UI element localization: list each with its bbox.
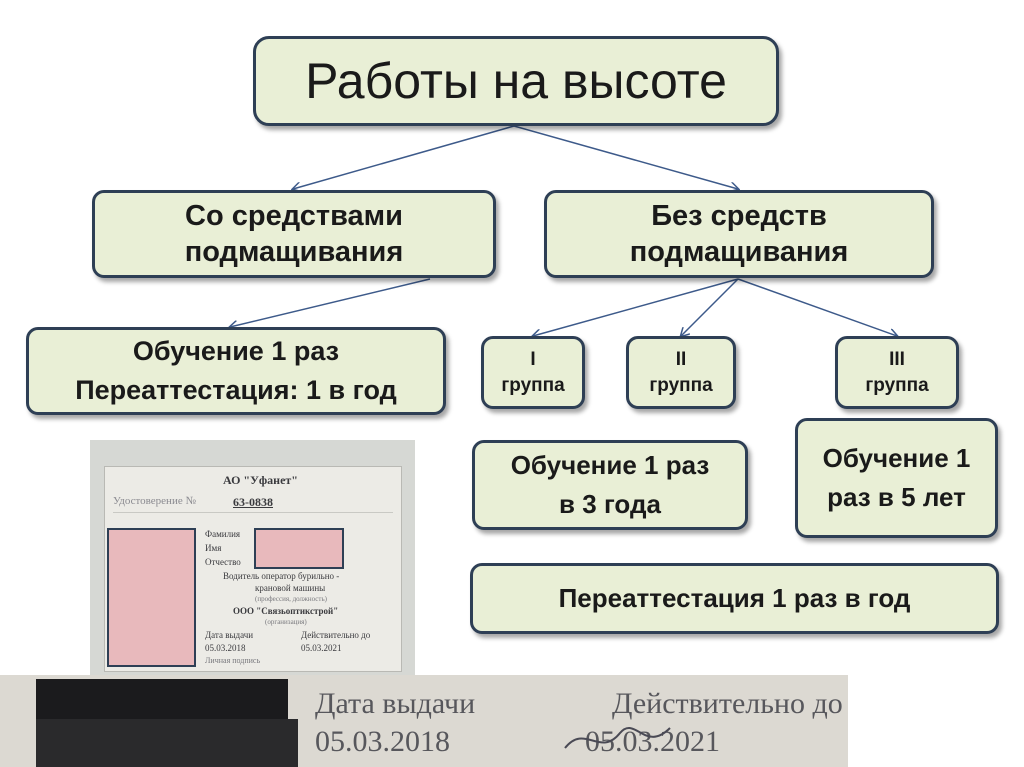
group-3-roman: III [889,348,905,370]
closeup-dark-smudge-lower [36,719,298,767]
branch-left-line2: подмащивания [184,236,404,268]
cert-field-name: Имя [205,543,222,553]
certificate-closeup: Дата выдачи Действительно до 05.03.2018 … [0,675,848,767]
redacted-name-area [254,528,344,569]
cert-company-caption: (организация) [265,618,307,626]
group-3-box: III группа [835,336,959,409]
closeup-issue-date: 05.03.2018 [315,725,450,758]
title-box: Работы на высоте [253,36,779,126]
group-1-roman: I [530,348,536,370]
branch-right-line1: Без средств [651,199,827,232]
group-2-box: II группа [626,336,736,409]
group-2-label: группа [649,374,713,396]
closeup-issue-label: Дата выдачи [315,687,476,720]
arrow-right-to-group2 [681,278,739,336]
cert-number: 63-0838 [233,495,273,509]
closeup-valid-label: Действительно до [612,687,843,720]
note-g3-line2: раз в 5 лет [827,482,966,512]
closeup-dark-smudge [36,679,288,719]
cert-position-caption: (профессия, должность) [255,595,327,603]
cert-issue-date: 05.03.2018 [205,643,246,653]
note-g3-line1: Обучение 1 [822,443,971,473]
arrow-right-to-group1 [533,278,739,336]
left-note-line2: Переаттестация: 1 в год [75,375,397,405]
arrow-right-to-group3 [737,278,897,336]
training-every-3-years: Обучение 1 раз в 3 года [472,440,748,530]
recertification-text: Переаттестация 1 раз в год [558,583,911,613]
note-g2-line1: Обучение 1 раз [510,450,710,480]
branch-without-scaffolding: Без средств подмащивания [544,190,934,278]
left-note-line1: Обучение 1 раз [132,335,340,366]
redacted-photo-area [107,528,196,667]
cert-field-surname: Фамилия [205,529,241,539]
cert-position-line1: Водитель оператор бурильно - [223,571,340,581]
cert-signature-label: Личная подпись [205,656,261,665]
cert-field-patronymic: Отчество [205,557,241,567]
arrow-title-to-right [513,125,738,189]
cert-org: АО "Уфанет" [223,473,298,487]
closeup-signature [564,726,671,749]
cert-valid-label: Действительно до [301,630,371,640]
branch-with-scaffolding: Со средствами подмащивания [92,190,496,278]
cert-valid-date: 05.03.2021 [301,643,342,653]
cert-issue-label: Дата выдачи [205,630,254,640]
arrow-title-to-left [293,125,515,189]
title-text: Работы на высоте [305,53,727,109]
branch-left-line1: Со средствами [185,199,403,232]
cert-divider [113,512,393,513]
certificate-photo: АО "Уфанет" Удостоверение № 63-0838 Фами… [90,440,415,680]
training-every-5-years: Обучение 1 раз в 5 лет [795,418,998,538]
arrow-left-to-note [230,278,431,327]
cert-position-line2: крановой машины [255,583,326,593]
group-1-label: группа [501,374,565,396]
group-2-roman: II [675,348,687,370]
cert-label: Удостоверение № [113,495,196,507]
branch-right-line2: подмащивания [629,236,849,268]
left-training-note: Обучение 1 раз Переаттестация: 1 в год [26,327,446,415]
group-3-label: группа [865,374,929,396]
recertification-box: Переаттестация 1 раз в год [470,563,999,634]
cert-company: ООО "Связьоптикстрой" [233,606,339,616]
note-g2-line2: в 3 года [559,489,661,519]
group-1-box: I группа [481,336,585,409]
